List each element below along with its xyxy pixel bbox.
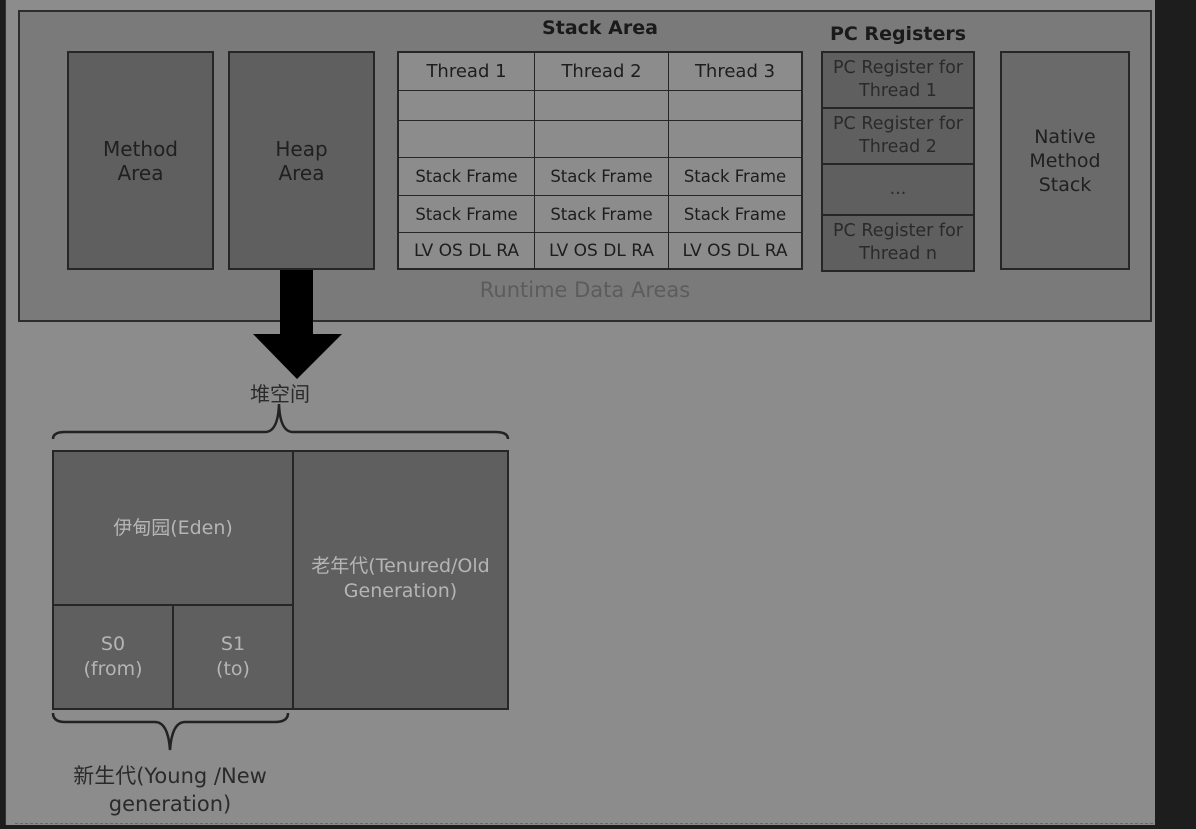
thread-1-header: Thread 1 xyxy=(399,53,535,91)
frame-detail-cell: LV OS DL RA xyxy=(535,233,669,268)
pc-register-thread-2: PC Register for Thread 2 xyxy=(823,109,973,165)
survivor-s1: S1 (to) xyxy=(174,606,294,708)
empty-cell xyxy=(399,91,535,121)
down-arrow-icon xyxy=(253,270,342,379)
stack-frame-cell: Stack Frame xyxy=(535,196,669,233)
young-brace-icon xyxy=(51,712,290,751)
survivor-s0: S0 (from) xyxy=(54,606,174,708)
native-method-stack-box: Native Method Stack xyxy=(1000,51,1130,270)
pc-register-thread-1: PC Register for Thread 1 xyxy=(823,53,973,109)
heap-brace-icon xyxy=(51,403,510,440)
stack-frame-cell: Stack Frame xyxy=(399,196,535,233)
empty-cell xyxy=(399,121,535,158)
pc-register-ellipsis: ... xyxy=(823,165,973,216)
empty-cell xyxy=(535,91,669,121)
heap-area-box: Heap Area xyxy=(228,51,375,270)
old-generation: 老年代(Tenured/Old Generation) xyxy=(311,555,490,602)
bottom-edge-line xyxy=(15,823,1153,825)
stack-frame-cell: Stack Frame xyxy=(669,158,801,196)
empty-cell xyxy=(669,121,801,158)
heap-space-title: 堆空间 xyxy=(250,382,310,406)
stack-area-grid: Thread 1 Thread 2 Thread 3 Stack Frame S… xyxy=(397,51,803,270)
pc-registers-column: PC Register for Thread 1 PC Register for… xyxy=(821,51,975,272)
pc-registers-title: PC Registers xyxy=(829,23,967,45)
empty-cell xyxy=(535,121,669,158)
stack-frame-cell: Stack Frame xyxy=(535,158,669,196)
runtime-data-areas-label: Runtime Data Areas xyxy=(479,278,691,302)
stack-area-title: Stack Area xyxy=(542,17,658,39)
frame-detail-cell: LV OS DL RA xyxy=(682,240,788,261)
method-area-box: Method Area xyxy=(67,51,214,270)
stack-frame-cell: Stack Frame xyxy=(399,158,535,196)
stack-frame-cell: Stack Frame xyxy=(669,196,801,233)
eden-space: 伊甸园(Eden) xyxy=(54,452,294,606)
heap-generations-grid: 伊甸园(Eden) S0 (from) S1 (to) 老年代(Tenured/… xyxy=(52,450,509,710)
frame-detail-cell: LV OS DL RA xyxy=(399,233,535,268)
pc-register-thread-n: PC Register for Thread n xyxy=(832,221,963,264)
thread-2-header: Thread 2 xyxy=(535,53,669,91)
young-generation-label: 新生代(Young /New generation) xyxy=(73,764,267,816)
empty-cell xyxy=(669,91,801,121)
thread-3-header: Thread 3 xyxy=(669,53,801,91)
